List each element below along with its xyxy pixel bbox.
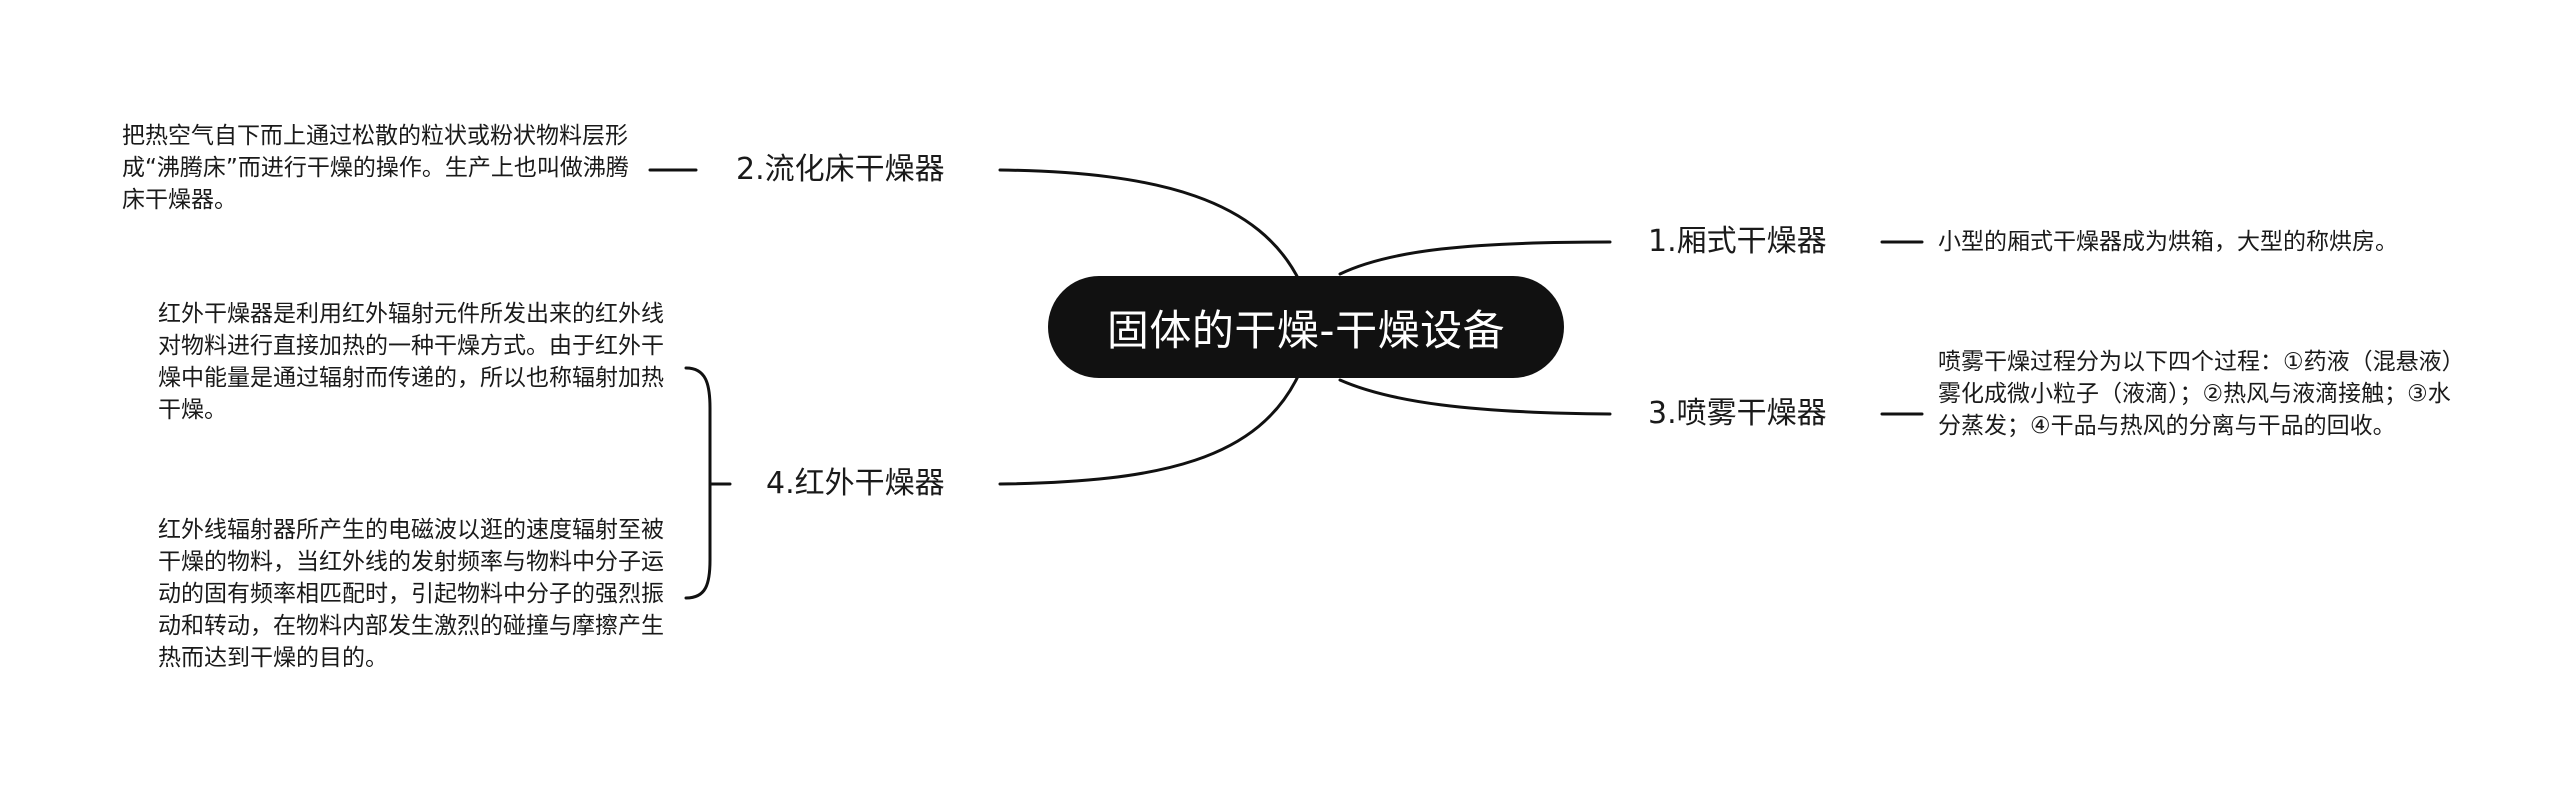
branch-b1[interactable]: 1.厢式干燥器 [1648, 224, 1827, 259]
connector-root-b1 [1338, 240, 1612, 276]
connector-root-b3 [1338, 378, 1612, 416]
connector-root-b4 [998, 370, 1302, 486]
detail-b1: 小型的厢式干燥器成为烘箱，大型的称烘房。 [1938, 229, 2398, 255]
connector-b4-brace [684, 366, 712, 600]
detail-b3: 喷雾干燥过程分为以下四个过程：①药液（混悬液）雾化成微小粒子（液滴）；②热风与液… [1938, 349, 2454, 439]
detail-b2: 把热空气自下而上通过松散的粒状或粉状物料层形成“沸腾床”而进行干燥的操作。生产上… [122, 123, 629, 213]
detail-b4-2: 红外线辐射器所产生的电磁波以逛的速度辐射至被干燥的物料，当红外线的发射频率与物料… [158, 517, 664, 671]
detail-b4-1: 红外干燥器是利用红外辐射元件所发出来的红外线对物料进行直接加热的一种干燥方式。由… [158, 301, 664, 423]
connector-root-b2 [998, 168, 1302, 284]
branch-b3[interactable]: 3.喷雾干燥器 [1648, 396, 1827, 431]
central-topic[interactable]: 固体的干燥-干燥设备 [1048, 276, 1564, 378]
branch-b4[interactable]: 4.红外干燥器 [766, 466, 945, 501]
branch-b2[interactable]: 2.流化床干燥器 [736, 152, 945, 187]
